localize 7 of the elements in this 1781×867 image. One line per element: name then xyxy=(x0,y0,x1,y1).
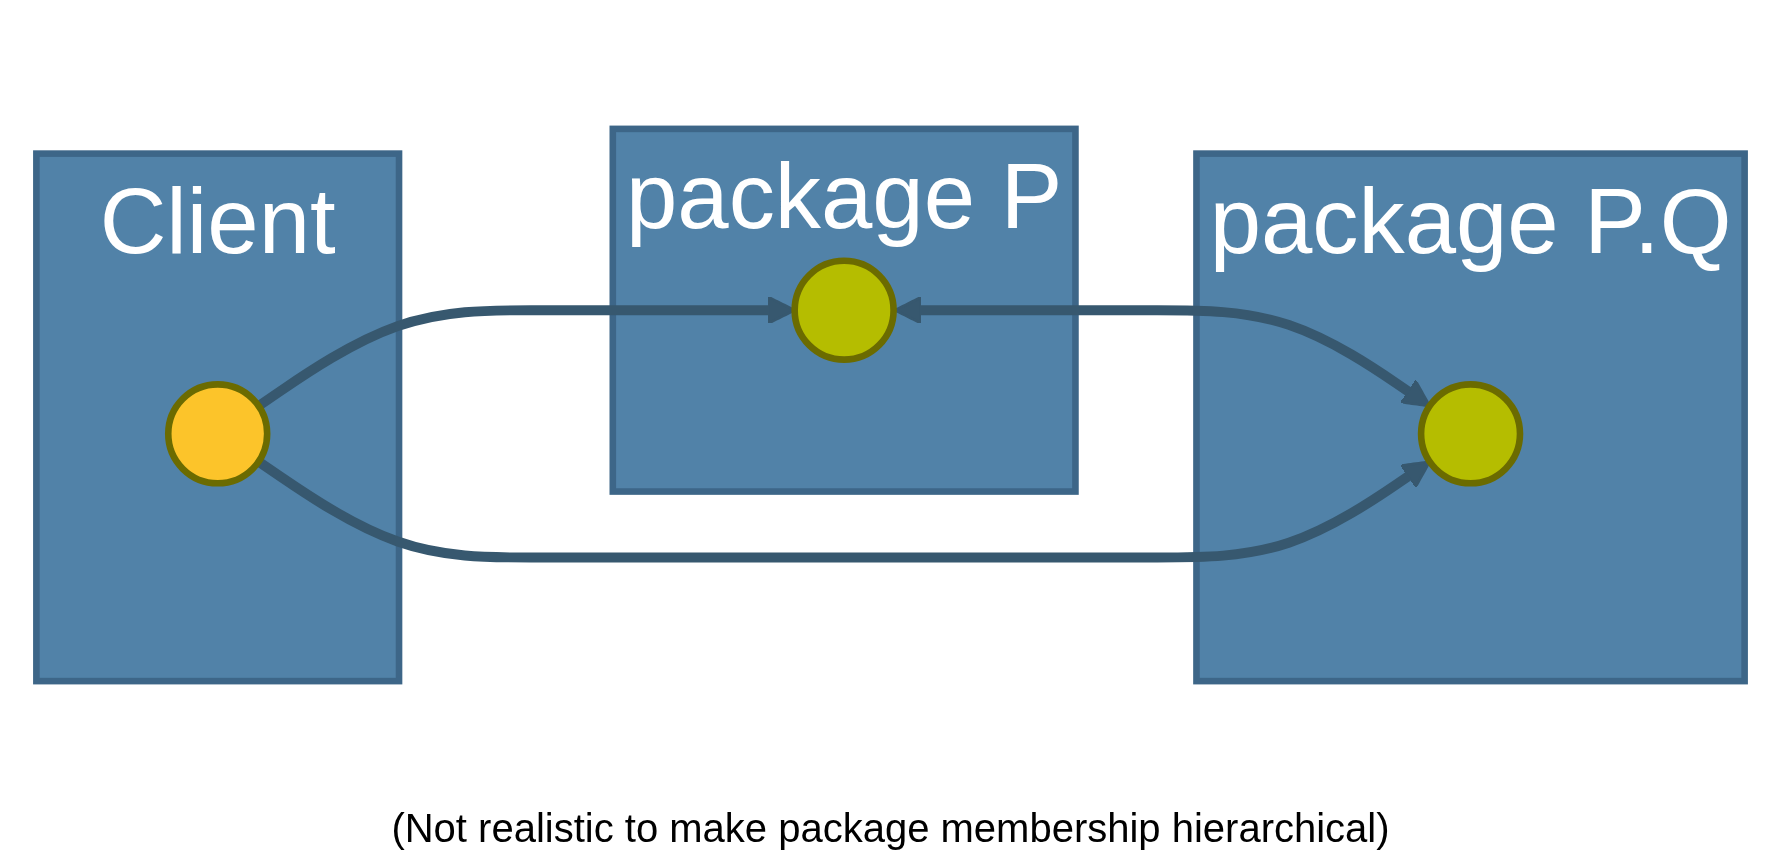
cluster: Client xyxy=(33,150,403,685)
node-circle xyxy=(791,257,897,363)
node-circle xyxy=(164,381,271,487)
node-circle xyxy=(1417,381,1524,487)
cluster: package P xyxy=(609,125,1079,495)
note-text: (Not realistic to make package membership hierarchical) xyxy=(391,806,1390,851)
cluster: package P.Q xyxy=(1193,150,1748,685)
